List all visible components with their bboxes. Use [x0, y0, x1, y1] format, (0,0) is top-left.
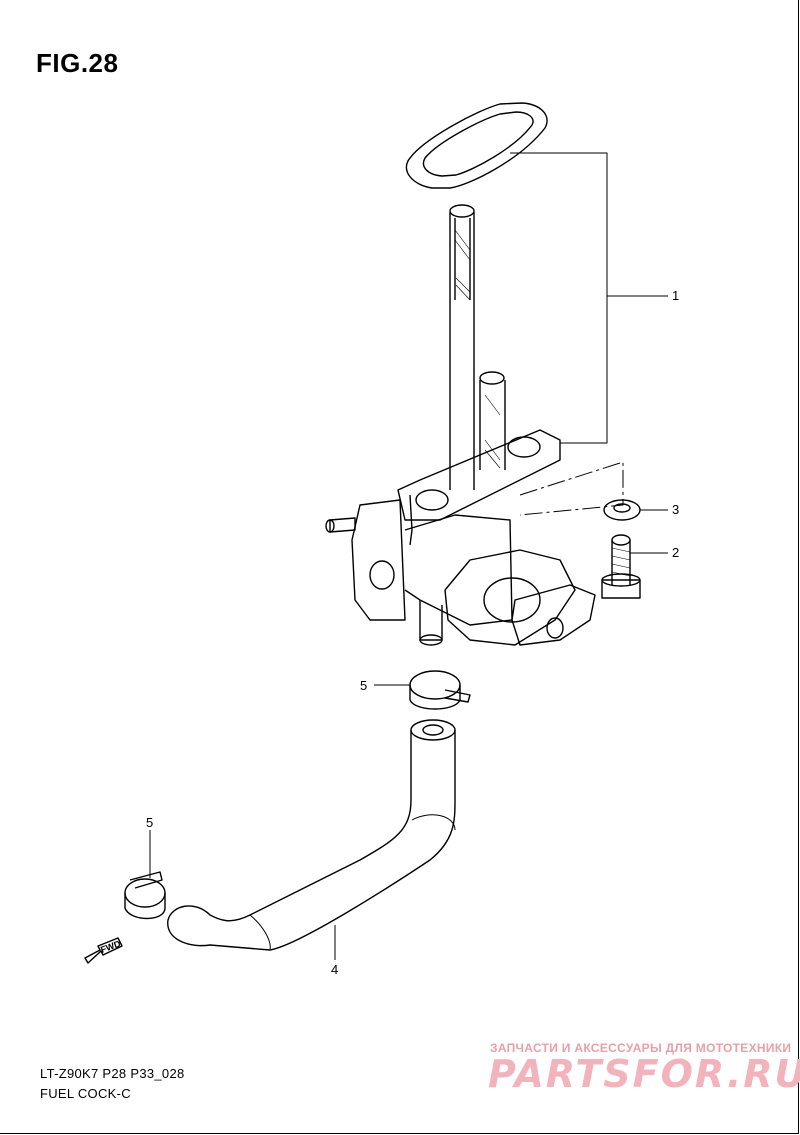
callout-number-5-lower: 5 — [146, 815, 153, 830]
filter-tube-tall — [449, 204, 475, 490]
washer-drawing — [603, 499, 641, 521]
fuel-hose-drawing — [167, 719, 456, 951]
callout-number-3: 3 — [672, 502, 679, 517]
callout-line-1 — [510, 152, 668, 516]
hose-clip-lower-drawing — [124, 871, 166, 920]
watermark-logo: PARTSFOR.RU — [488, 1052, 800, 1096]
callout-number-5-upper: 5 — [360, 678, 367, 693]
callout-number-4: 4 — [331, 962, 338, 977]
filter-tube-short — [479, 371, 506, 470]
hose-clip-upper-drawing — [409, 670, 471, 710]
callout-number-2: 2 — [672, 545, 679, 560]
model-code: LT-Z90K7 P28 P33_028 — [40, 1066, 185, 1081]
gasket-drawing — [405, 102, 548, 189]
fuel-cock-body — [325, 429, 596, 646]
callout-number-1: 1 — [672, 288, 679, 303]
bolt-drawing — [601, 534, 641, 599]
fwd-arrow-icon — [84, 937, 123, 964]
figure-title: FIG.28 — [36, 48, 119, 78]
watermark-tagline: ЗАПЧАСТИ И АКСЕССУАРЫ ДЛЯ МОТОТЕХНИКИ — [490, 1041, 792, 1055]
section-name: FUEL COCK-C — [40, 1086, 131, 1101]
fwd-label: FWD — [99, 938, 122, 955]
